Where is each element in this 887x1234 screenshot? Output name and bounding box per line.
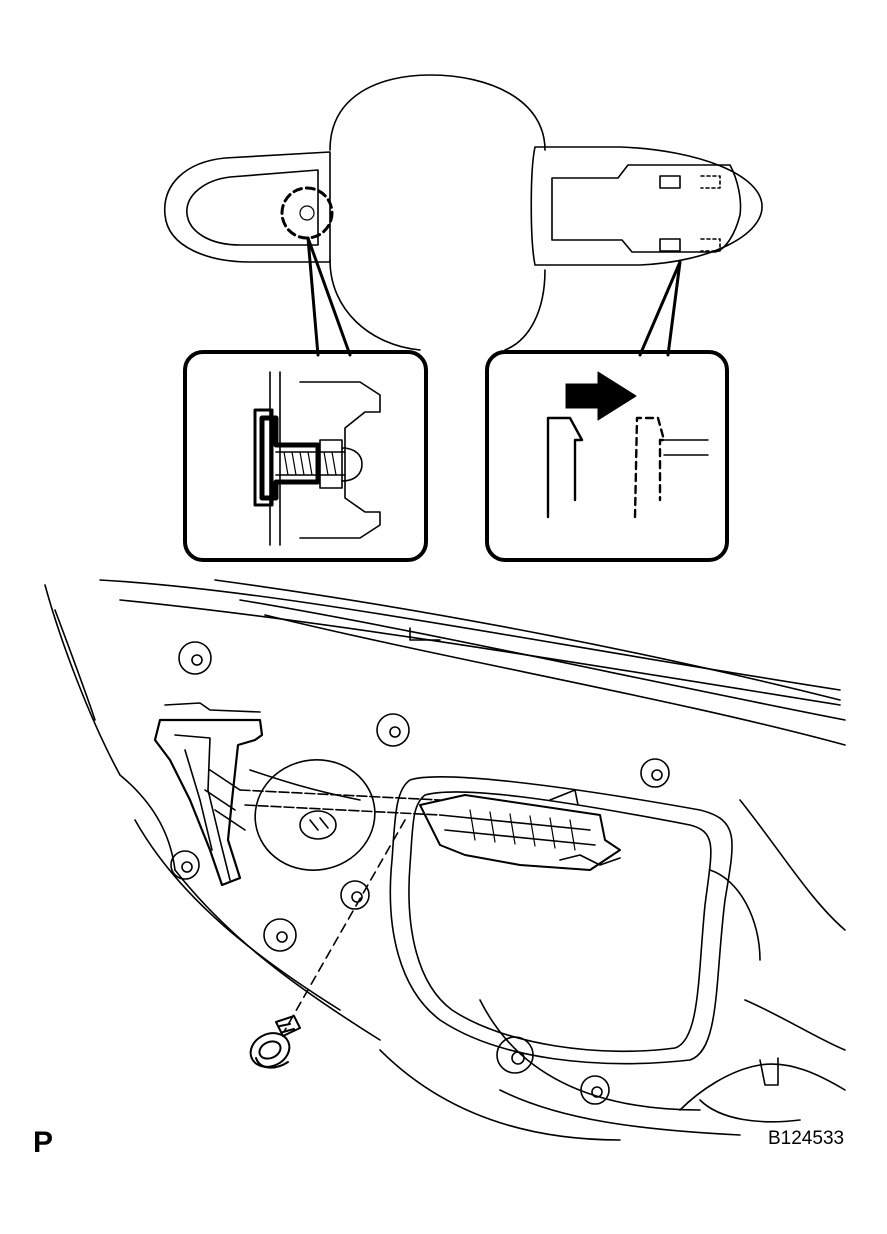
door-panel-outline xyxy=(44,579,846,1141)
clip-detail-marker xyxy=(280,186,334,240)
callout-leader-right xyxy=(638,260,682,357)
callout-box-clip-section xyxy=(183,350,428,562)
thread-marks xyxy=(283,451,337,476)
bolt-icon xyxy=(249,1015,301,1069)
direction-arrow-icon xyxy=(565,371,637,421)
module-detail-marks xyxy=(469,809,576,851)
callout-leader-left xyxy=(306,236,352,357)
door-handle-outline xyxy=(164,74,763,351)
corner-letter: P xyxy=(33,1126,54,1159)
handle-assembly xyxy=(153,702,621,887)
bolt-install-line xyxy=(284,819,406,1031)
callout-box-clip-release xyxy=(485,350,729,562)
figure-code: B124533 xyxy=(768,1128,845,1149)
service-holes xyxy=(170,641,670,1105)
